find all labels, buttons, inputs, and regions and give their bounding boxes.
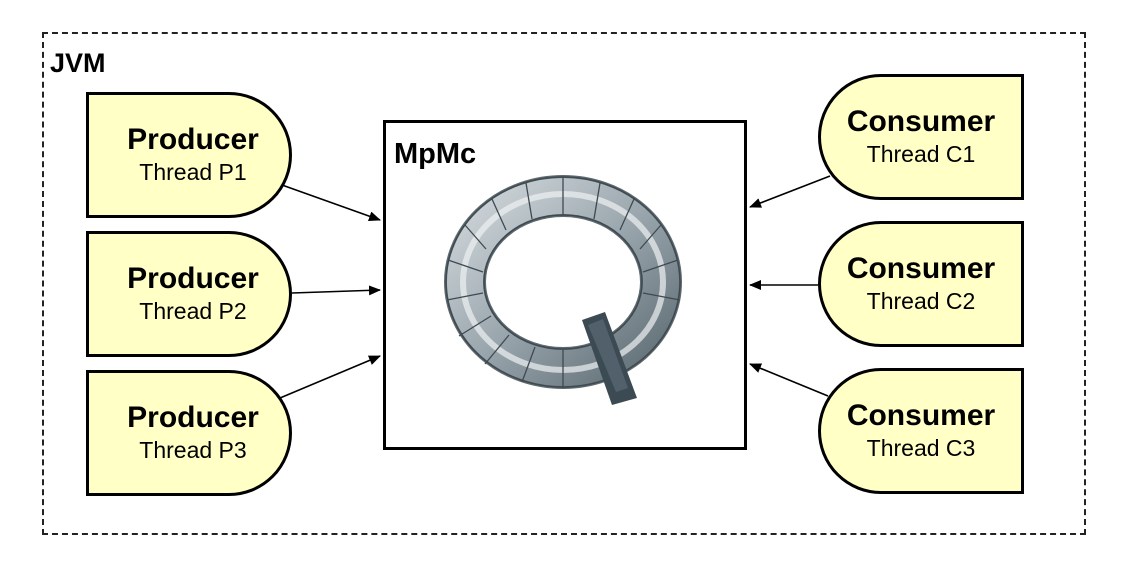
mpmc-queue-box	[383, 120, 747, 450]
arrow-p2-to-queue	[291, 285, 381, 296]
arrow-c1-to-queue	[749, 175, 831, 208]
producer-title: Producer	[127, 262, 259, 295]
producer-node-p3: Producer Thread P3	[86, 370, 292, 496]
ring-queue-icon	[444, 175, 682, 405]
consumer-title: Consumer	[846, 105, 996, 138]
consumer-title: Consumer	[846, 399, 996, 432]
producer-thread-label: Thread P3	[139, 437, 247, 463]
producer-thread-label: Thread P2	[139, 298, 247, 324]
arrow-p1-to-queue	[281, 184, 381, 222]
producer-title: Producer	[127, 401, 259, 434]
consumer-thread-label: Thread C1	[866, 141, 976, 167]
consumer-thread-label: Thread C2	[866, 288, 976, 314]
consumer-thread-label: Thread C3	[866, 435, 976, 461]
arrow-p3-to-queue	[279, 355, 381, 399]
consumer-node-c1: Consumer Thread C1	[818, 74, 1024, 200]
consumer-node-c2: Consumer Thread C2	[818, 221, 1024, 347]
producer-title: Producer	[127, 123, 259, 156]
jvm-label: JVM	[50, 48, 106, 78]
queue-label: MpMc	[394, 138, 477, 170]
jvm-boundary	[42, 32, 1086, 535]
producer-thread-label: Thread P1	[139, 159, 247, 185]
consumer-title: Consumer	[846, 252, 996, 285]
producer-node-p2: Producer Thread P2	[86, 231, 292, 357]
producer-node-p1: Producer Thread P1	[86, 92, 292, 218]
arrow-c3-to-queue	[749, 363, 829, 397]
consumer-node-c3: Consumer Thread C3	[818, 368, 1024, 494]
